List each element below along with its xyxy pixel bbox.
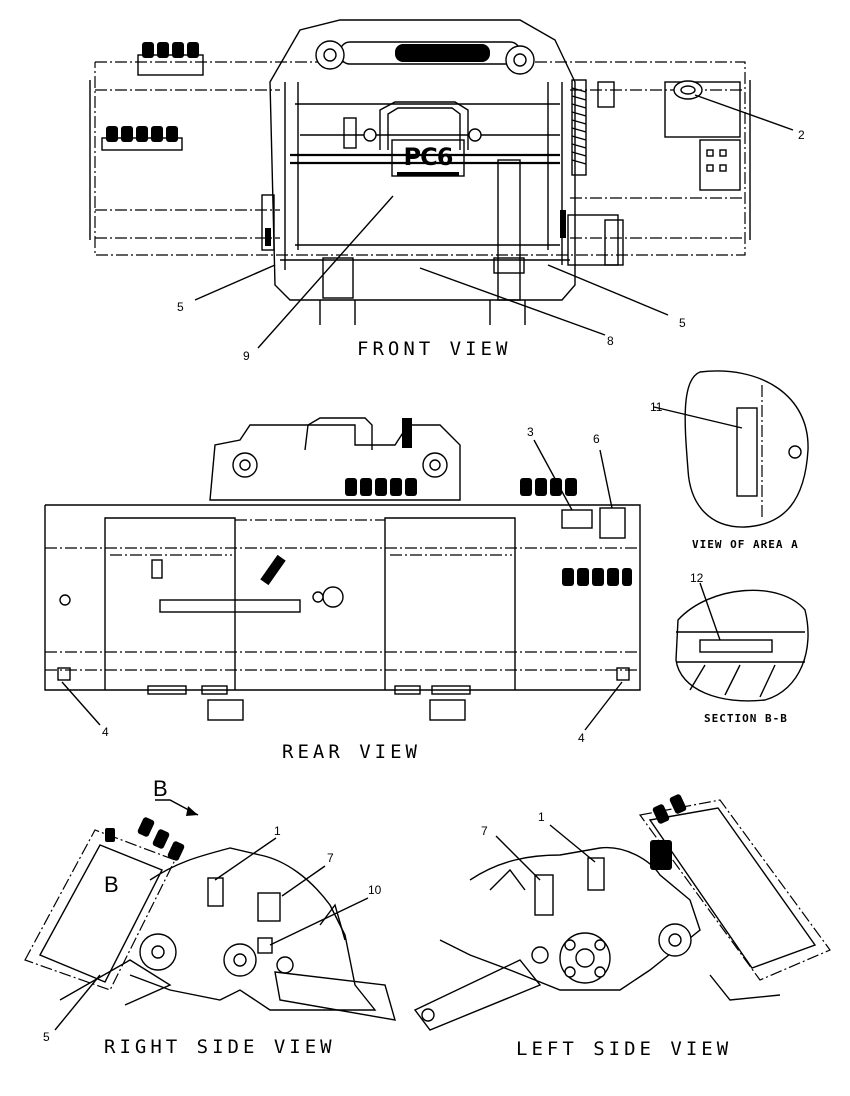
front-view-drawing (89, 19, 794, 349)
callout-7-right-side: 7 (327, 851, 334, 865)
rear-view-title: REAR VIEW (282, 741, 421, 763)
area-a-title: VIEW OF AREA A (692, 538, 799, 551)
right-side-view-drawing (24, 799, 396, 1031)
area-a-drawing (653, 370, 809, 528)
callout-5-front-left: 5 (177, 300, 184, 314)
front-view-title: FRONT VIEW (357, 338, 512, 360)
pc6-plate-label: PC6 (403, 143, 454, 171)
callout-5-front-right: 5 (679, 316, 686, 330)
section-marker-upper: B (153, 776, 168, 801)
callout-4-right: 4 (578, 731, 585, 745)
callout-10: 10 (368, 883, 382, 897)
section-marker-lower: B (104, 872, 119, 897)
rear-view-drawing (44, 417, 641, 731)
callout-1-right-side: 1 (274, 824, 281, 838)
callout-9: 9 (243, 349, 250, 363)
section-bb-title: SECTION B-B (704, 712, 788, 725)
callout-3: 3 (527, 425, 534, 439)
right-side-view-title: RIGHT SIDE VIEW (104, 1036, 336, 1058)
callout-1-left-side: 1 (538, 810, 545, 824)
callout-4-left: 4 (102, 725, 109, 739)
left-side-view-title: LEFT SIDE VIEW (516, 1038, 733, 1060)
callout-2: 2 (798, 128, 805, 142)
section-bb-drawing (675, 582, 809, 702)
callout-8: 8 (607, 334, 614, 348)
callout-11: 11 (650, 400, 663, 414)
callout-12: 12 (690, 571, 704, 585)
callout-5-right-side: 5 (43, 1030, 50, 1044)
callout-7-left-side: 7 (481, 824, 488, 838)
callout-6: 6 (593, 432, 600, 446)
left-side-view-drawing (413, 794, 831, 1031)
